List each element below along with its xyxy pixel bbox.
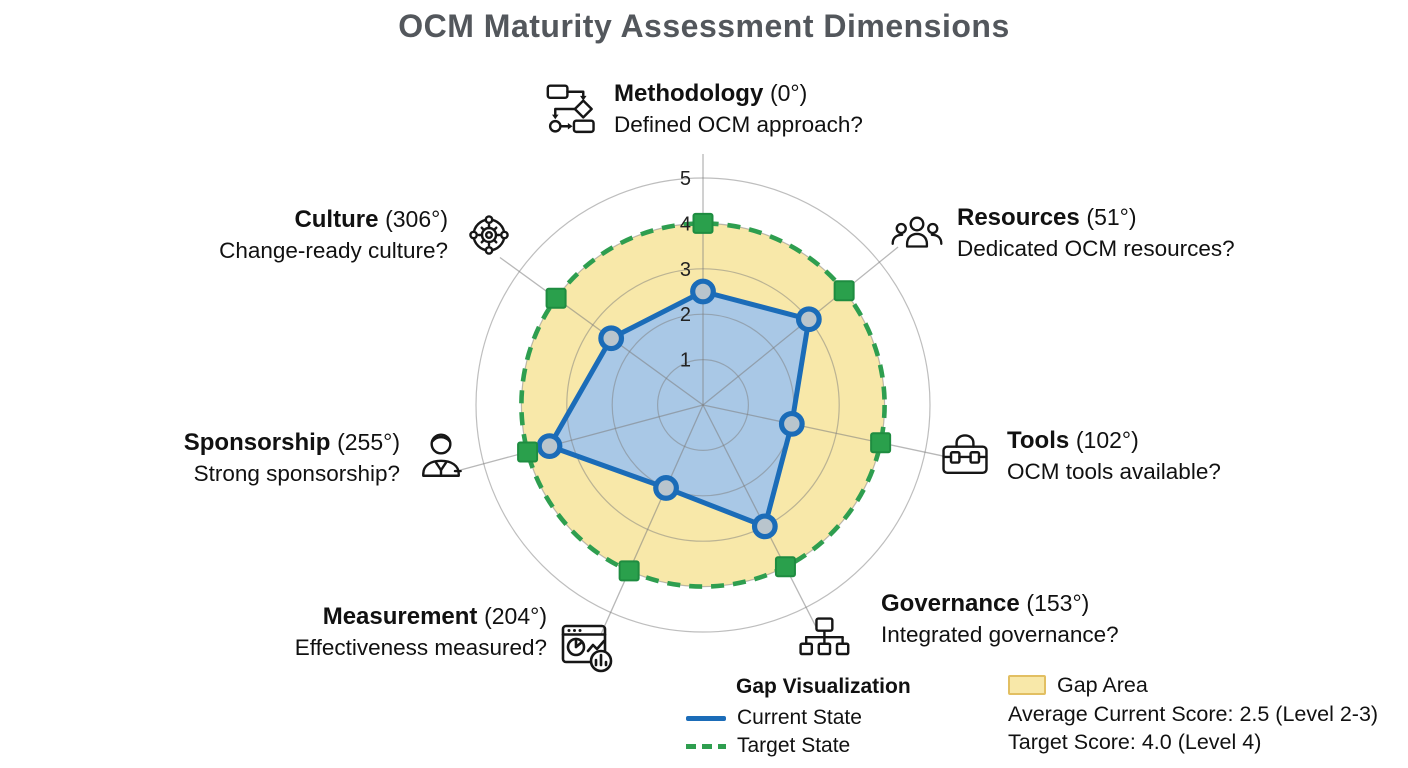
target-state-ring — [519, 221, 887, 589]
dimension-question: OCM tools available? — [1007, 459, 1221, 484]
page-title: OCM Maturity Assessment Dimensions — [398, 8, 1010, 44]
dimension-label-sponsorship: Sponsorship (255°) Strong sponsorship? — [172, 428, 469, 488]
legend-title: Gap Visualization — [736, 675, 911, 698]
ring-label: 1 — [680, 350, 691, 372]
dimension-angle: (153°) — [1026, 590, 1090, 616]
target-state-marker — [833, 280, 855, 302]
flowchart-icon — [545, 81, 601, 137]
target-state-marker — [774, 556, 796, 578]
dimension-label-tools: Tools (102°) OCM tools available? — [936, 427, 1221, 485]
dimension-question: Effectiveness measured? — [294, 635, 547, 660]
ring-label: 4 — [680, 213, 691, 235]
dimension-name: Tools — [1007, 427, 1070, 454]
dimension-label-methodology: Methodology (0°) Defined OCM approach? — [545, 80, 863, 138]
dimension-angle: (204°) — [484, 603, 547, 629]
current-state-marker — [598, 325, 625, 352]
legend-item-label: Target State — [737, 734, 851, 757]
gap-area-label: Gap Area — [1057, 673, 1148, 697]
target-score: Target Score: 4.0 (Level 4) — [1008, 730, 1262, 754]
current-state-polygon — [547, 289, 812, 529]
current-state-marker — [690, 278, 716, 305]
target-state-line-swatch — [686, 743, 726, 749]
grid-spoke — [460, 404, 704, 471]
target-state-marker — [545, 287, 567, 309]
dimension-angle: (102°) — [1075, 427, 1139, 453]
dimension-label-resources: Resources (51°) Dedicated OCM resources? — [890, 204, 1235, 262]
dimension-label-measurement: Measurement (204°) Effectiveness measure… — [287, 590, 616, 674]
gap-area-swatch — [1008, 675, 1046, 695]
legend-item-current-state: Current State — [686, 704, 911, 732]
toolbox-icon — [936, 428, 994, 484]
current-state-marker — [751, 513, 778, 540]
grid-spoke — [600, 404, 704, 635]
dimension-name: Methodology — [614, 80, 764, 107]
ring-label: 2 — [680, 304, 691, 326]
legend-item-label: Current State — [737, 706, 862, 729]
target-state-marker — [692, 212, 714, 234]
org-chart-icon — [795, 614, 851, 666]
dimension-angle: (255°) — [337, 429, 400, 455]
dimension-question: Dedicated OCM resources? — [957, 236, 1235, 261]
target-state-marker — [870, 432, 892, 454]
target-state-marker — [618, 560, 640, 582]
dimension-question: Change-ready culture? — [219, 238, 448, 263]
gear-orbit-icon — [461, 207, 517, 263]
legend-gap-visualization: Gap Visualization Current State Target S… — [686, 675, 911, 760]
dimension-angle: (51°) — [1086, 204, 1137, 230]
dimension-name: Resources — [957, 204, 1080, 231]
legend-item-target-state: Target State — [686, 732, 911, 760]
dimension-name: Culture — [294, 206, 379, 233]
current-state-marker — [795, 306, 822, 333]
dimension-angle: (306°) — [385, 206, 448, 232]
target-state-marker — [517, 441, 539, 463]
current-state-marker — [536, 433, 563, 460]
grid-spoke — [702, 404, 949, 458]
ring-label: 5 — [680, 168, 691, 190]
average-current-score: Average Current Score: 2.5 (Level 2-3) — [1008, 702, 1379, 726]
dimension-label-culture: Culture (306°) Change-ready culture? — [218, 206, 517, 264]
dimension-angle: (0°) — [769, 80, 808, 106]
dimension-question: Strong sponsorship? — [193, 461, 400, 486]
team-icon — [890, 205, 944, 261]
dimension-question: Integrated governance? — [881, 622, 1119, 647]
dimension-name: Sponsorship — [183, 429, 331, 456]
ring-label: 3 — [680, 259, 691, 281]
legend-gap-area: Gap Area Average Current Score: 2.5 (Lev… — [1008, 672, 1378, 756]
current-state-line-swatch — [686, 715, 726, 721]
dashboard-icon — [560, 618, 616, 674]
current-state-marker — [778, 410, 805, 437]
dimension-question: Defined OCM approach? — [614, 112, 863, 137]
current-state-marker — [653, 475, 679, 501]
executive-icon — [413, 428, 469, 488]
dimension-label-governance: Governance (153°) Integrated governance? — [799, 590, 1119, 656]
dimension-name: Measurement — [322, 603, 478, 630]
dimension-name: Governance — [881, 590, 1020, 617]
